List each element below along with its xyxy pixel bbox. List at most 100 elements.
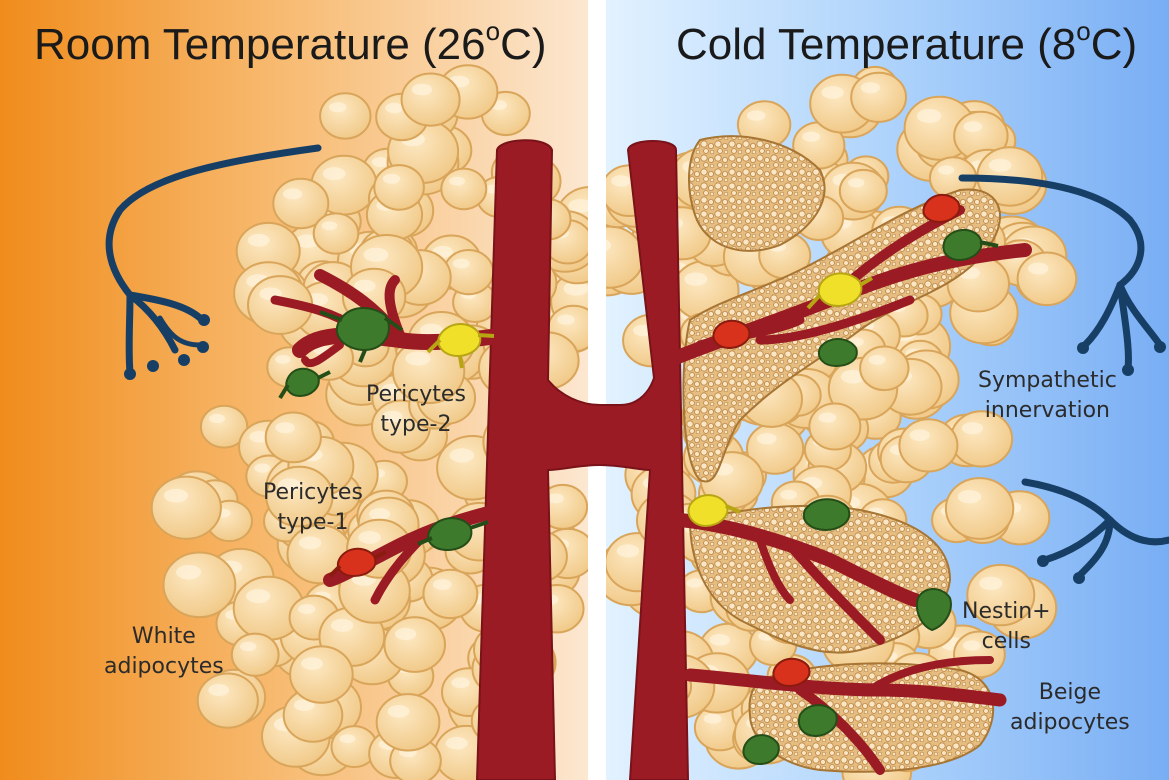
label-pericytes-type2: Pericytes type-2 bbox=[366, 380, 466, 440]
adipocyte-highlight bbox=[802, 132, 820, 142]
adipocyte-highlight bbox=[910, 429, 930, 441]
adipocyte-highlight bbox=[450, 448, 475, 462]
label-sympathetic-line1: Sympathetic bbox=[978, 366, 1117, 396]
label-white-adipocytes: White adipocytes bbox=[104, 622, 224, 682]
label-pericytes-type2-line2: type-2 bbox=[366, 410, 466, 440]
adipocyte-highlight bbox=[405, 351, 430, 365]
adipocyte-highlight bbox=[372, 157, 389, 167]
adipocyte-cell bbox=[851, 73, 906, 122]
label-pericytes-type1: Pericytes type-1 bbox=[263, 478, 363, 538]
adipocyte-highlight bbox=[686, 578, 702, 587]
adipocyte-highlight bbox=[453, 259, 470, 269]
adipocyte-highlight bbox=[780, 490, 797, 500]
adipocyte-cell bbox=[377, 694, 440, 750]
adipocyte-highlight bbox=[254, 463, 270, 472]
adipocyte-highlight bbox=[385, 103, 403, 113]
adipocyte-highlight bbox=[395, 628, 416, 640]
adipocyte-highlight bbox=[208, 684, 229, 696]
adipocyte-highlight bbox=[388, 705, 410, 718]
adipocyte-highlight bbox=[299, 536, 322, 549]
right-panel-title: Cold Temperature (8oC) bbox=[676, 20, 1137, 70]
adipocyte-cell bbox=[809, 404, 860, 450]
adipocyte-cell bbox=[314, 213, 359, 253]
adipocyte-highlight bbox=[617, 544, 640, 557]
adipocyte-highlight bbox=[298, 604, 315, 614]
adipocyte-highlight bbox=[240, 642, 256, 651]
adipocyte-cell bbox=[899, 419, 957, 471]
label-nestin-line1: Nestin+ bbox=[962, 597, 1051, 627]
left-panel-title: Room Temperature (26oC) bbox=[34, 20, 547, 70]
label-sympathetic-innervation: Sympathetic innervation bbox=[978, 366, 1117, 426]
label-white-adipocytes-line1: White bbox=[104, 622, 224, 652]
adipocyte-cell bbox=[402, 74, 460, 126]
pericyte-red-right-1 bbox=[923, 195, 959, 222]
adipocyte-highlight bbox=[709, 634, 729, 646]
adipocyte-cell bbox=[1018, 252, 1077, 305]
adipocyte-highlight bbox=[848, 178, 864, 187]
label-beige-adipocytes: Beige adipocytes bbox=[1010, 678, 1130, 738]
left-title-degree: o bbox=[486, 16, 500, 46]
adipocyte-cell bbox=[840, 170, 887, 212]
right-title-end: C) bbox=[1091, 20, 1137, 69]
adipocyte-highlight bbox=[821, 86, 843, 99]
adipocyte-highlight bbox=[557, 315, 575, 325]
adipocyte-highlight bbox=[747, 110, 765, 120]
pericyte-red-right-3 bbox=[773, 659, 809, 686]
pericyte-green-right-3 bbox=[804, 499, 849, 530]
label-beige-line2: adipocytes bbox=[1010, 708, 1130, 738]
pericyte-green-right-6 bbox=[743, 735, 778, 764]
adipocyte-cell bbox=[290, 646, 353, 702]
adipocyte-cell bbox=[424, 570, 478, 618]
adipocyte-highlight bbox=[446, 737, 468, 750]
label-nestin-line2: cells bbox=[962, 627, 1051, 657]
pericyte-red-right-2 bbox=[713, 321, 749, 348]
right-title-degree: o bbox=[1076, 16, 1090, 46]
adipocyte-highlight bbox=[611, 175, 631, 186]
adipocyte-highlight bbox=[383, 174, 400, 184]
label-pericytes-type1-line1: Pericytes bbox=[263, 478, 363, 508]
adipocyte-highlight bbox=[248, 234, 270, 247]
adipocyte-cell bbox=[152, 477, 221, 539]
right-title-main: Cold Temperature (8 bbox=[676, 20, 1076, 69]
label-nestin-cells: Nestin+ cells bbox=[962, 597, 1051, 657]
adipocyte-highlight bbox=[979, 577, 1002, 590]
adipocyte-highlight bbox=[449, 177, 465, 186]
label-pericytes-type2-line1: Pericytes bbox=[366, 380, 466, 410]
adipocyte-highlight bbox=[917, 109, 942, 123]
adipocyte-highlight bbox=[331, 619, 354, 632]
adipocyte-highlight bbox=[176, 565, 201, 579]
adipocyte-highlight bbox=[938, 165, 954, 174]
adipocyte-highlight bbox=[684, 273, 707, 286]
adipocyte-highlight bbox=[369, 508, 390, 520]
label-white-adipocytes-line2: adipocytes bbox=[104, 652, 224, 682]
adipocyte-highlight bbox=[339, 734, 355, 743]
adipocyte-cell bbox=[946, 478, 1013, 539]
label-sympathetic-line2: innervation bbox=[978, 396, 1117, 426]
adipocyte-highlight bbox=[275, 355, 290, 364]
adipocyte-cell bbox=[164, 553, 236, 618]
adipocyte-highlight bbox=[861, 82, 880, 93]
adipocyte-highlight bbox=[451, 677, 470, 688]
left-title-main: Room Temperature (26 bbox=[34, 20, 486, 69]
adipocyte-highlight bbox=[958, 490, 982, 503]
adipocyte-cell bbox=[320, 93, 370, 138]
adipocyte-highlight bbox=[283, 188, 302, 199]
adipocyte-highlight bbox=[164, 489, 188, 503]
adipocyte-highlight bbox=[301, 657, 323, 670]
adipocyte-cell bbox=[384, 617, 445, 672]
adipocyte-highlight bbox=[704, 714, 722, 724]
adipocyte-highlight bbox=[329, 102, 347, 112]
adipocyte-cell bbox=[444, 250, 493, 294]
left-title-end: C) bbox=[500, 20, 546, 69]
adipocyte-highlight bbox=[209, 414, 225, 423]
adipocyte-highlight bbox=[322, 221, 338, 230]
adipocyte-cell bbox=[860, 347, 908, 391]
adipocyte-highlight bbox=[869, 355, 886, 365]
panel-divider bbox=[588, 0, 606, 780]
adipocyte-highlight bbox=[1028, 263, 1048, 275]
adipocyte-highlight bbox=[323, 167, 346, 180]
adipocyte-cell bbox=[266, 413, 321, 463]
adipocyte-highlight bbox=[964, 121, 983, 132]
adipocyte-highlight bbox=[989, 159, 1012, 172]
adipocyte-highlight bbox=[757, 433, 777, 444]
